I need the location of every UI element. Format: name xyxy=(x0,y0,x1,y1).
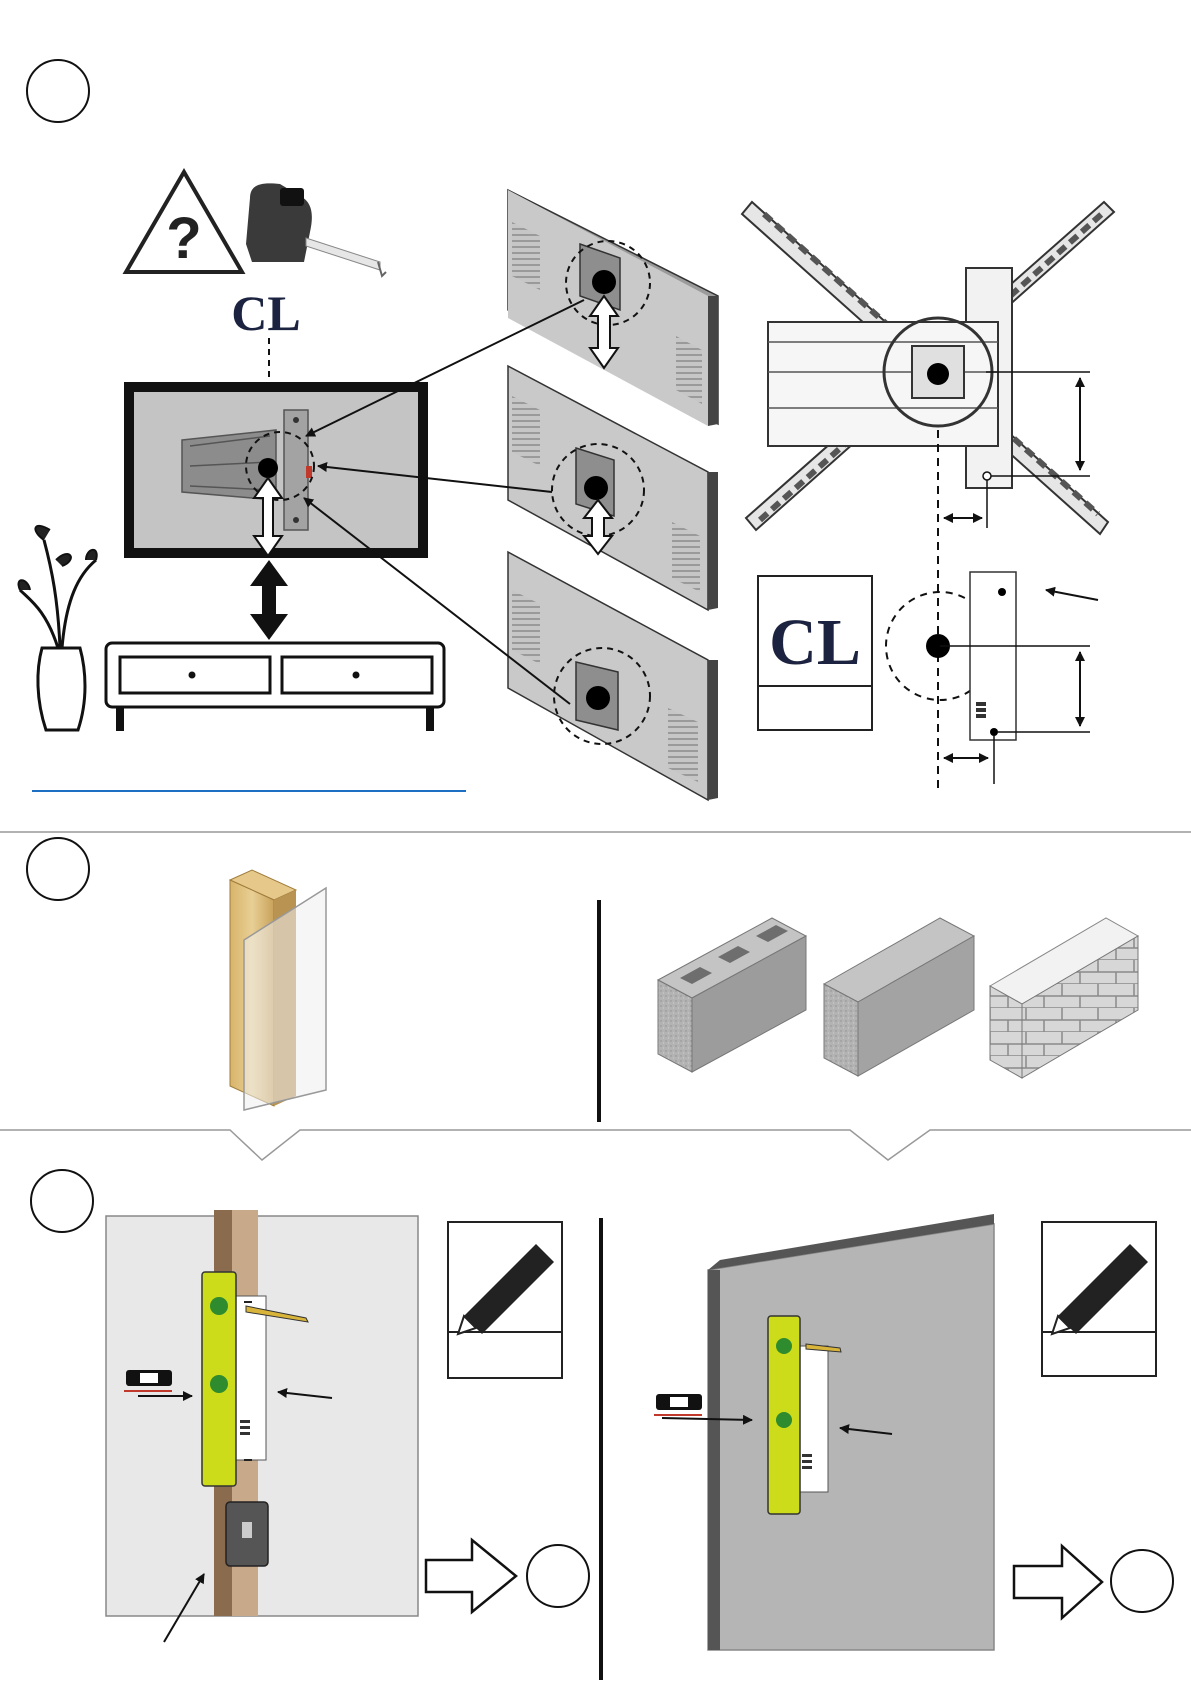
caution-question-icon: ? xyxy=(126,172,242,272)
step-badge-1 xyxy=(27,60,89,122)
pencil-box-right xyxy=(1042,1222,1156,1376)
svg-text:CL: CL xyxy=(231,285,300,341)
tv-panel-variants xyxy=(508,190,718,800)
paper-template xyxy=(886,572,1098,784)
template-logo-box: CL xyxy=(758,576,872,730)
section-2 xyxy=(27,838,1138,1122)
height-arrow xyxy=(250,560,288,640)
tv-stand-icon xyxy=(106,643,444,731)
brick-wall-icon xyxy=(990,918,1138,1078)
tv-front-view xyxy=(124,382,428,558)
step-badge-2 xyxy=(27,838,89,900)
plant-icon xyxy=(19,526,97,730)
divider-2 xyxy=(0,1130,1191,1160)
next-step-arrow-icon-2 xyxy=(1014,1546,1173,1618)
solid-block-icon xyxy=(824,918,974,1076)
bubble-icon-2 xyxy=(654,1394,702,1415)
svg-text:?: ? xyxy=(166,206,201,271)
step-badge-3 xyxy=(31,1170,93,1232)
next-step-arrow-icon xyxy=(426,1540,589,1612)
section-1: ? CL xyxy=(19,60,1114,800)
mark-holes-on-masonry xyxy=(654,1214,1173,1650)
hollow-block-icon xyxy=(658,918,806,1072)
tape-measure-icon xyxy=(246,183,386,276)
level-icon xyxy=(202,1272,236,1486)
mount-template-diagram: CL xyxy=(742,202,1114,790)
wood-stud-icon xyxy=(230,870,326,1110)
mark-holes-on-stud xyxy=(106,1210,589,1642)
svg-text:CL: CL xyxy=(769,606,861,679)
stud-finder-icon xyxy=(226,1502,268,1566)
level-icon-2 xyxy=(768,1316,800,1514)
section-3 xyxy=(31,1170,1173,1680)
pencil-box-left xyxy=(448,1222,562,1378)
logo-icon: CL xyxy=(231,285,300,341)
